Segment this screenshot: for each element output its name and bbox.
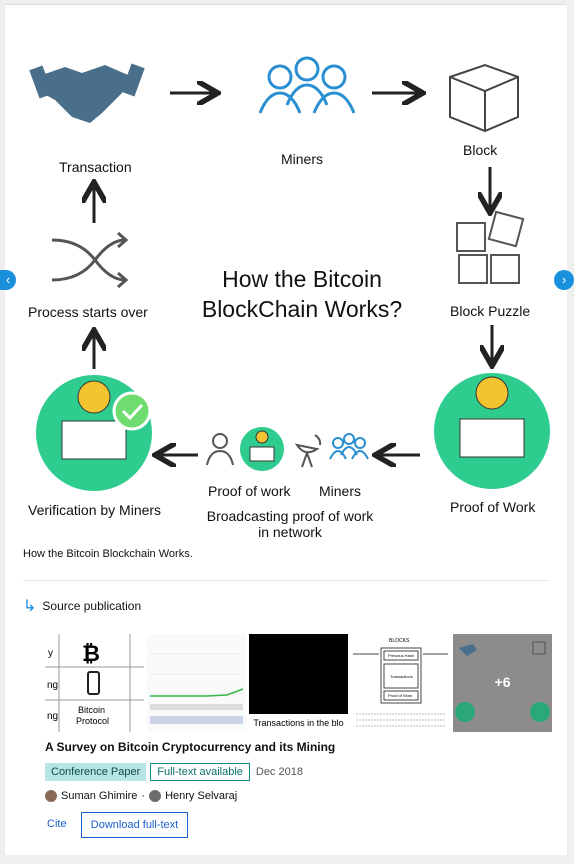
small-proof-icon (240, 427, 284, 471)
label-proof-of-work: Proof of Work (450, 499, 536, 515)
thumbnail-bitcoin-protocol[interactable]: y ng ng ₿ Bitcoin Protocol (45, 634, 144, 732)
next-figure-button[interactable]: › (554, 270, 574, 290)
thumbnail-chart[interactable] (147, 634, 246, 732)
label-broadcast-1: Broadcasting proof of work (207, 508, 375, 524)
blocks-diagram-thumbnail: BLOCKS Previous Hash Transactions Proof … (353, 638, 448, 727)
puzzle-icon (456, 210, 525, 284)
publication-type-badge: Conference Paper (45, 763, 147, 781)
label-block-puzzle: Block Puzzle (450, 303, 530, 319)
thumbnail-transactions[interactable]: Transactions in the blo (249, 634, 348, 732)
figure-caption: How the Bitcoin Blockchain Works. (23, 548, 193, 560)
label-process-starts-over: Process starts over (28, 304, 148, 320)
author-link[interactable]: Suman Ghimire (61, 790, 138, 802)
thumb-row-1: y (48, 648, 53, 659)
thumb-row-3: ng (47, 711, 58, 722)
download-fulltext-button[interactable]: Download full-text (81, 812, 188, 838)
return-arrow-icon: ↳ (23, 598, 37, 615)
fulltext-badge: Full-text available (150, 763, 250, 781)
author-list: Suman Ghimire · Henry Selvaraj (45, 790, 237, 802)
chevron-left-icon: ‹ (5, 272, 11, 287)
proof-of-work-illustration (434, 373, 550, 489)
thumb-transactions: Transactions (390, 674, 413, 679)
miners-icon (258, 56, 356, 114)
figure-thumbnails: y ng ng ₿ Bitcoin Protocol Transactions … (45, 634, 552, 732)
cite-button[interactable]: Cite (47, 818, 67, 830)
label-verification: Verification by Miners (28, 502, 161, 518)
publication-date: Dec 2018 (255, 766, 303, 778)
label-proof-of-work-small: Proof of work (208, 483, 291, 499)
verification-illustration (36, 375, 152, 491)
more-count: +6 (494, 674, 511, 690)
source-label: Source publication (42, 599, 142, 613)
label-miners: Miners (281, 151, 323, 167)
divider (23, 580, 549, 581)
thumb-transactions-caption: Transactions in the blo (249, 714, 348, 732)
label-miners-small: Miners (319, 483, 361, 499)
shuffle-icon (51, 231, 129, 289)
chevron-right-icon: › (561, 272, 567, 287)
small-miners-icon (329, 433, 369, 460)
thumb-protocol-2: Protocol (76, 716, 109, 726)
thumbnail-blocks-diagram[interactable]: BLOCKS Previous Hash Transactions Proof … (351, 634, 450, 732)
block-cube-icon (449, 63, 519, 133)
publication-title[interactable]: A Survey on Bitcoin Cryptocurrency and i… (45, 740, 336, 754)
handshake-icon (29, 63, 145, 123)
label-transaction: Transaction (59, 159, 132, 175)
avatar (45, 790, 57, 802)
prev-figure-button[interactable]: ‹ (0, 270, 16, 290)
figure-title-line2: BlockChain Works? (202, 296, 402, 322)
thumb-blocks-header: BLOCKS (389, 638, 410, 644)
bitcoin-logo-icon: ₿ (82, 641, 100, 666)
avatar (149, 790, 162, 802)
thumb-pow: Proof of Work (388, 693, 412, 698)
blockchain-figure: Transaction Miners Block Block Puz (28, 56, 550, 540)
satellite-dish-icon (294, 434, 322, 468)
thumb-row-2: ng (47, 680, 58, 691)
phone-icon (87, 671, 100, 695)
author-separator: · (141, 790, 146, 802)
author-link[interactable]: Henry Selvaraj (165, 790, 238, 802)
more-thumbnail (455, 641, 550, 722)
publication-badges: Conference Paper Full-text available Dec… (45, 763, 303, 781)
label-broadcast-2: in network (258, 524, 323, 540)
person-icon (206, 433, 234, 466)
thumb-protocol-1: Bitcoin (78, 705, 105, 715)
table-thumbnail: y ng ng ₿ Bitcoin Protocol (45, 634, 144, 732)
thumbnail-more[interactable]: +6 (453, 634, 552, 732)
source-publication-heading: ↳ Source publication (23, 595, 141, 615)
figure-card: Transaction Miners Block Block Puz (5, 4, 567, 855)
label-block: Block (463, 142, 498, 158)
thumb-prev-hash: Previous Hash (388, 653, 414, 658)
figure-title-line1: How the Bitcoin (222, 266, 382, 292)
chart-thumbnail (147, 634, 246, 732)
